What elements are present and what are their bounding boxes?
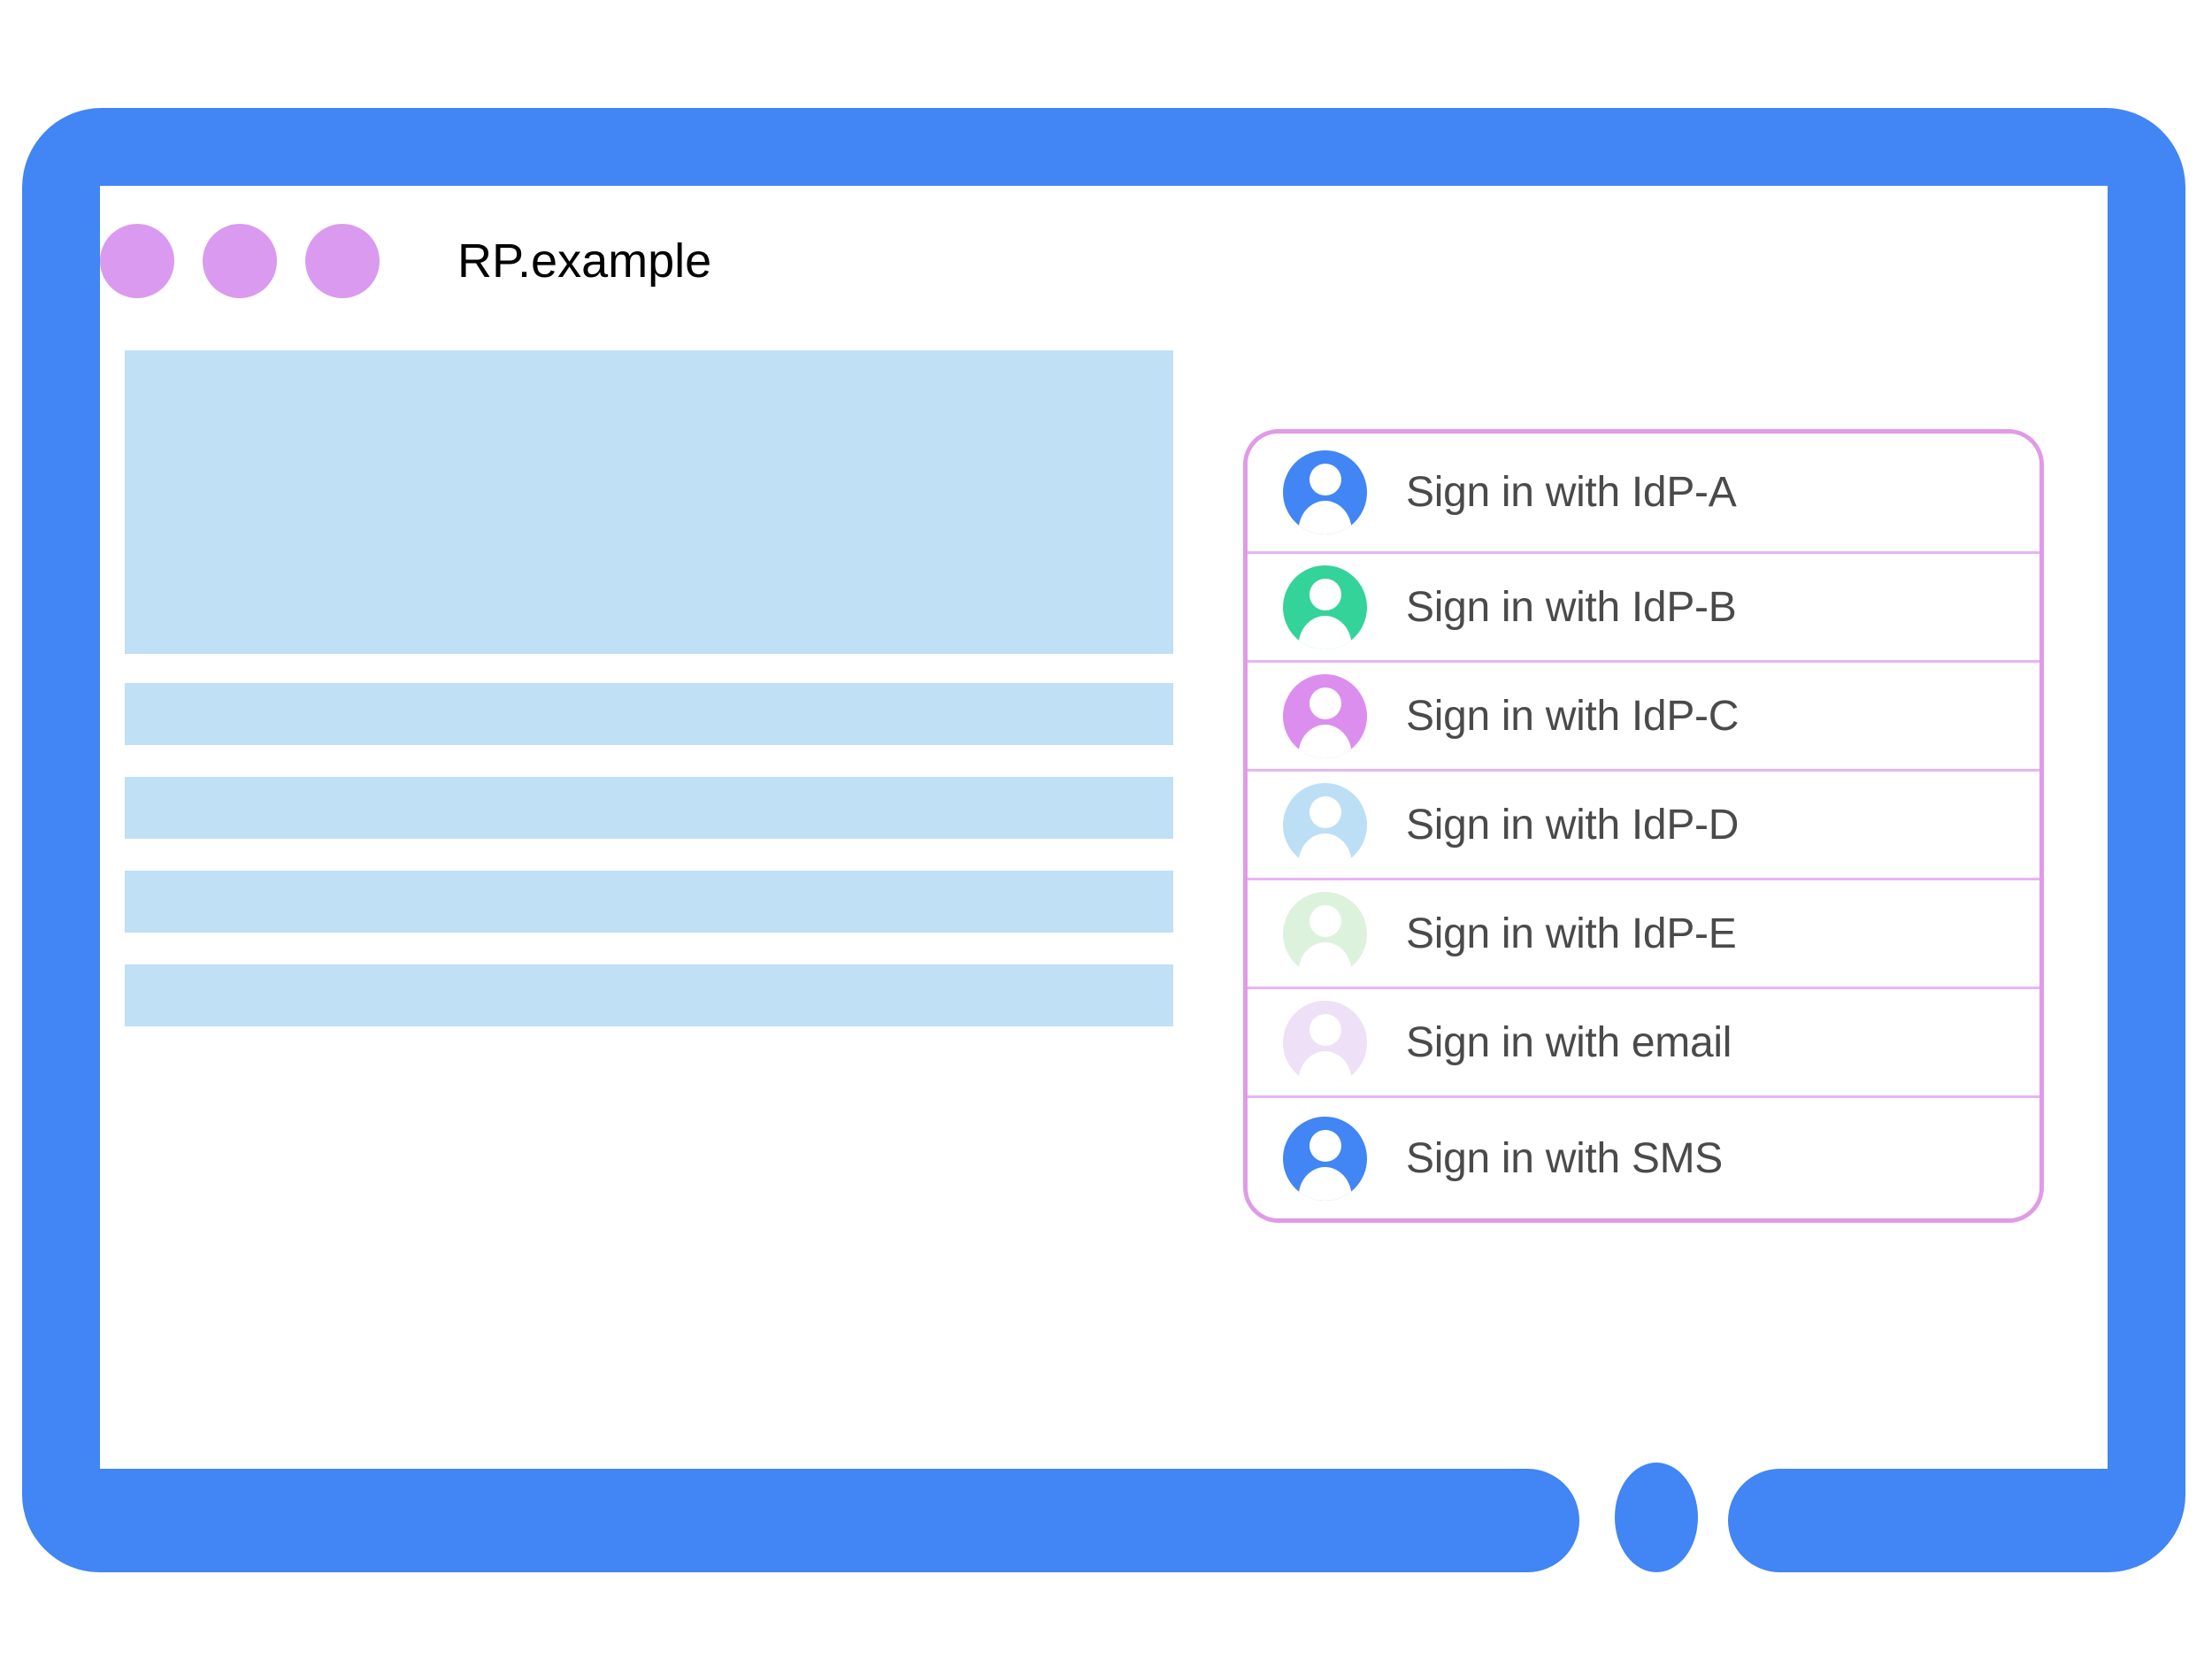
account-row[interactable]: Sign in with IdP-C xyxy=(1248,663,2039,772)
avatar-head-shape xyxy=(1309,1013,1341,1046)
account-row-label: Sign in with email xyxy=(1406,1018,1732,1066)
avatar-head-shape xyxy=(1309,904,1341,937)
account-row[interactable]: Sign in with IdP-B xyxy=(1248,554,2039,663)
avatar-body-shape xyxy=(1298,724,1352,758)
person-avatar-icon xyxy=(1283,1116,1367,1201)
content-bar-placeholder-1 xyxy=(125,683,1173,745)
person-avatar-icon xyxy=(1283,565,1367,649)
content-bar-placeholder-3 xyxy=(125,871,1173,933)
window-dot-3[interactable] xyxy=(305,224,380,298)
account-row-label: Sign in with IdP-A xyxy=(1406,469,1737,516)
device-bezel-bottom-right xyxy=(1728,1469,2185,1572)
account-row-label: Sign in with IdP-E xyxy=(1406,910,1737,957)
browser-title-bar: RP.example xyxy=(100,186,2108,336)
account-row-label: Sign in with SMS xyxy=(1406,1134,1724,1182)
account-row-label: Sign in with IdP-C xyxy=(1406,692,1740,740)
device-bezel-bottom-left xyxy=(22,1469,1579,1572)
account-row[interactable]: Sign in with IdP-E xyxy=(1248,880,2039,989)
avatar-head-shape xyxy=(1309,1129,1341,1162)
avatar-head-shape xyxy=(1309,795,1341,828)
person-avatar-icon xyxy=(1283,673,1367,758)
avatar-body-shape xyxy=(1298,941,1352,976)
avatar-body-shape xyxy=(1298,615,1352,649)
avatar-body-shape xyxy=(1298,501,1352,534)
avatar-head-shape xyxy=(1309,464,1341,496)
avatar-body-shape xyxy=(1298,1050,1352,1085)
avatar-body-shape xyxy=(1298,833,1352,867)
avatar-head-shape xyxy=(1309,687,1341,719)
account-row-label: Sign in with IdP-D xyxy=(1406,801,1740,849)
account-row[interactable]: Sign in with email xyxy=(1248,989,2039,1098)
person-avatar-icon xyxy=(1283,782,1367,867)
account-row-label: Sign in with IdP-B xyxy=(1406,583,1737,631)
window-dot-1[interactable] xyxy=(100,224,174,298)
content-hero-placeholder xyxy=(125,350,1173,654)
content-bar-placeholder-2 xyxy=(125,777,1173,839)
avatar-head-shape xyxy=(1309,578,1341,611)
account-chooser-panel: Sign in with IdP-A Sign in with IdP-B Sign… xyxy=(1243,429,2044,1223)
person-avatar-icon xyxy=(1283,450,1367,534)
account-row[interactable]: Sign in with IdP-A xyxy=(1248,434,2039,554)
page-title: RP.example xyxy=(457,234,712,288)
avatar-body-shape xyxy=(1298,1166,1352,1201)
person-avatar-icon xyxy=(1283,1000,1367,1085)
content-bar-placeholder-4 xyxy=(125,964,1173,1026)
person-avatar-icon xyxy=(1283,891,1367,976)
device-home-button[interactable] xyxy=(1615,1463,1698,1572)
window-dot-2[interactable] xyxy=(203,224,277,298)
account-row[interactable]: Sign in with IdP-D xyxy=(1248,772,2039,880)
content-skeleton xyxy=(125,350,1173,1026)
account-row[interactable]: Sign in with SMS xyxy=(1248,1098,2039,1218)
